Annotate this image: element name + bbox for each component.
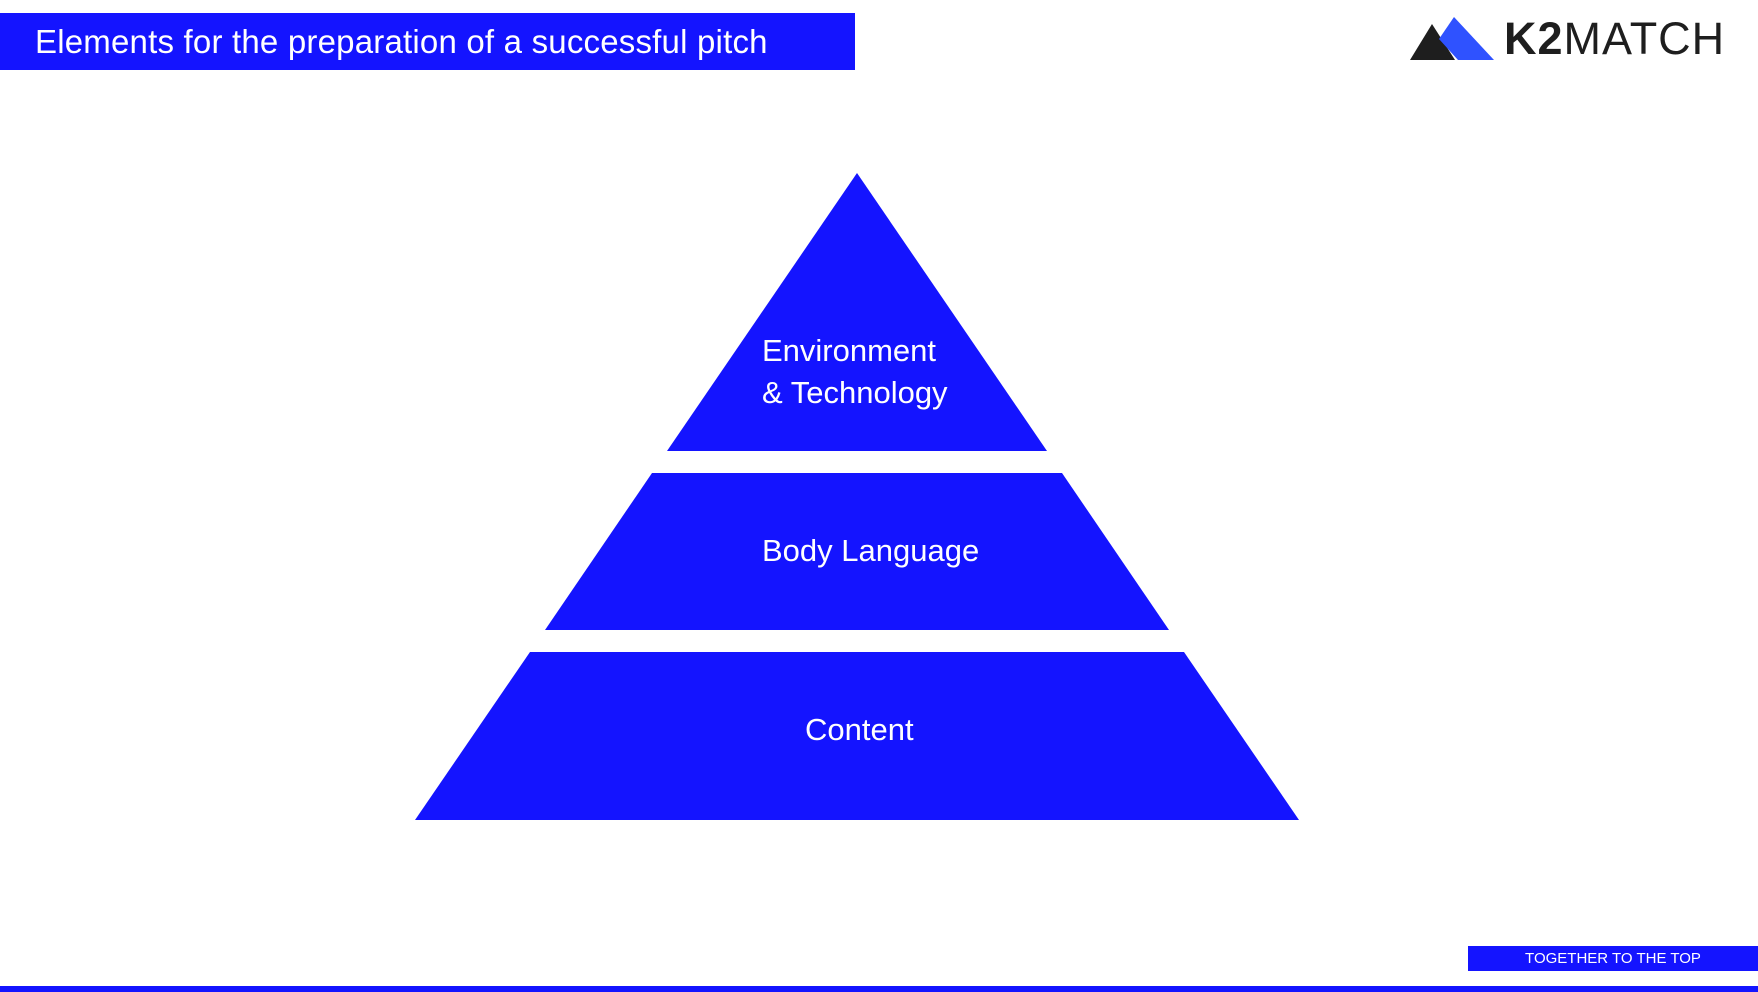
blue-peak-shape xyxy=(1439,17,1494,60)
tagline-text: TOGETHER TO THE TOP xyxy=(1525,950,1701,967)
slide-title: Elements for the preparation of a succes… xyxy=(35,22,768,60)
tier-label-line-1: Environment xyxy=(762,333,937,368)
tier-label-line-2: & Technology xyxy=(762,375,948,410)
pyramid-tier-bottom xyxy=(415,652,1299,820)
dark-peak-shape xyxy=(1410,24,1455,60)
tier-label-content: Content xyxy=(805,712,914,747)
pyramid-tier-middle xyxy=(545,473,1169,630)
tier-label-body-language: Body Language xyxy=(762,533,980,568)
tagline-badge: TOGETHER TO THE TOP xyxy=(1468,946,1758,971)
title-banner: Elements for the preparation of a succes… xyxy=(0,13,855,70)
logo-wordmark-bold: K2 xyxy=(1504,12,1564,64)
tier-label-environment-technology: Environment & Technology xyxy=(762,330,948,414)
logo-wordmark: K2MATCH xyxy=(1504,16,1725,61)
mountain-peaks-icon xyxy=(1410,17,1494,60)
bottom-divider xyxy=(0,986,1758,992)
pyramid-tier-top xyxy=(667,173,1047,451)
k2match-logo: K2MATCH xyxy=(1410,14,1750,62)
logo-wordmark-regular: MATCH xyxy=(1563,12,1726,64)
